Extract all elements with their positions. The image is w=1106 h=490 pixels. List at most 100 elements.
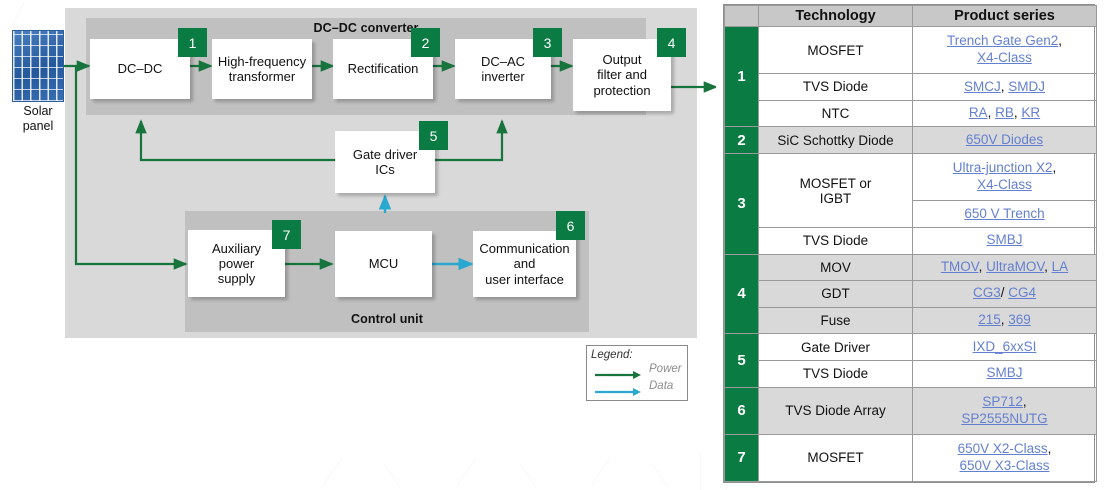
- product-series-cell: 650V X2-Class,650V X3-Class: [912, 433, 1097, 483]
- link-separator: ,: [987, 105, 992, 121]
- product-link[interactable]: SMDJ: [1008, 78, 1046, 94]
- legend-power-label: Power: [649, 363, 682, 375]
- product-link[interactable]: UltraMOV: [986, 258, 1045, 274]
- product-link[interactable]: SMBJ: [986, 232, 1023, 248]
- product-link[interactable]: 369: [1008, 312, 1031, 328]
- row-index-2: 2: [724, 126, 759, 155]
- badge-2: 2: [411, 28, 440, 57]
- product-link[interactable]: Ultra-junction X2: [952, 160, 1053, 176]
- product-series-cell: CG3/ CG4: [912, 280, 1097, 308]
- legend-power-arrow-icon: [595, 371, 641, 379]
- product-link[interactable]: 650V Diodes: [965, 131, 1044, 147]
- product-link[interactable]: 215: [978, 312, 1001, 328]
- product-series-cell: Trench Gate Gen2, X4-Class: [912, 25, 1097, 75]
- column-header-product-series: Product series: [912, 5, 1097, 27]
- column-header-technology: Technology: [758, 5, 913, 27]
- technology-cell: MOSFET: [758, 25, 913, 75]
- technology-cell: MOSFET: [758, 433, 913, 483]
- product-link[interactable]: X4-Class: [977, 177, 1032, 193]
- product-link[interactable]: IXD_6xxSI: [972, 338, 1037, 354]
- legend-item-data: Data: [593, 380, 673, 401]
- link-separator: /: [1000, 285, 1005, 301]
- technology-cell: TVS Diode: [758, 226, 913, 255]
- block-mcu[interactable]: MCU: [335, 231, 432, 297]
- product-link[interactable]: X4-Class: [977, 50, 1032, 66]
- table-row: 650 V Trench: [725, 200, 1097, 228]
- block-dc-dc-label: DC–DC: [117, 61, 163, 77]
- badge-6-label: 6: [566, 217, 575, 234]
- product-series-cell: 215, 369: [912, 306, 1097, 335]
- product-link[interactable]: SMBJ: [986, 365, 1023, 381]
- column-header-index: [724, 5, 759, 27]
- solar-panel-icon: [12, 30, 64, 102]
- row-index-6: 6: [724, 386, 759, 435]
- product-series-cell: 650V Diodes: [912, 126, 1097, 155]
- badge-5: 5: [419, 121, 448, 150]
- technology-cell: TVS Diode Array: [758, 386, 913, 435]
- block-mcu-label: MCU: [368, 256, 399, 272]
- product-link[interactable]: 650 V Trench: [964, 205, 1045, 221]
- badge-3-label: 3: [543, 34, 552, 51]
- badge-4-label: 4: [667, 34, 676, 51]
- table-row: NTC RA, RB, KR: [725, 99, 1097, 128]
- product-link[interactable]: CG4: [1008, 285, 1037, 301]
- link-separator: ,: [1052, 160, 1057, 176]
- product-link[interactable]: SP712: [982, 393, 1023, 409]
- badge-5-label: 5: [429, 127, 438, 144]
- product-series-cell: Ultra-junction X2, X4-Class: [912, 153, 1097, 202]
- technology-cell: Fuse: [758, 306, 913, 335]
- product-series-cell: SMBJ: [912, 226, 1097, 255]
- badge-2-label: 2: [421, 34, 430, 51]
- product-link[interactable]: 650V X3-Class: [959, 457, 1050, 473]
- product-link[interactable]: RB: [995, 105, 1014, 121]
- product-link[interactable]: 650V X2-Class: [957, 440, 1048, 456]
- product-series-cell: SMBJ: [912, 359, 1097, 388]
- product-link[interactable]: CG3: [972, 285, 1001, 301]
- product-link[interactable]: SP2555NUTG: [961, 410, 1048, 426]
- table-row: TVS Diode SMBJ: [725, 226, 1097, 255]
- link-separator: ,: [1000, 312, 1005, 328]
- control-unit-group-title: Control unit: [350, 312, 423, 326]
- legend-data-label: Data: [649, 380, 674, 392]
- row-index-3: 3: [724, 153, 759, 255]
- link-separator: ,: [1047, 440, 1052, 456]
- link-separator: ,: [1013, 105, 1018, 121]
- link-separator: ,: [1058, 33, 1063, 49]
- product-link[interactable]: RA: [968, 105, 988, 121]
- product-link[interactable]: SMCJ: [963, 78, 1001, 94]
- link-separator: ,: [978, 258, 983, 274]
- badge-4: 4: [657, 28, 686, 57]
- legend-data-arrow-icon: [595, 388, 641, 396]
- product-link[interactable]: TMOV: [940, 258, 979, 274]
- block-dc-dc[interactable]: DC–DC: [90, 39, 190, 99]
- badge-6: 6: [556, 211, 585, 240]
- product-link[interactable]: LA: [1051, 258, 1069, 274]
- product-link[interactable]: Trench Gate Gen2: [946, 33, 1059, 49]
- product-link[interactable]: KR: [1021, 105, 1041, 121]
- badge-7: 7: [272, 220, 301, 249]
- technology-cell: Gate Driver: [758, 333, 913, 361]
- link-separator: ,: [1000, 78, 1005, 94]
- technology-cell: NTC: [758, 99, 913, 128]
